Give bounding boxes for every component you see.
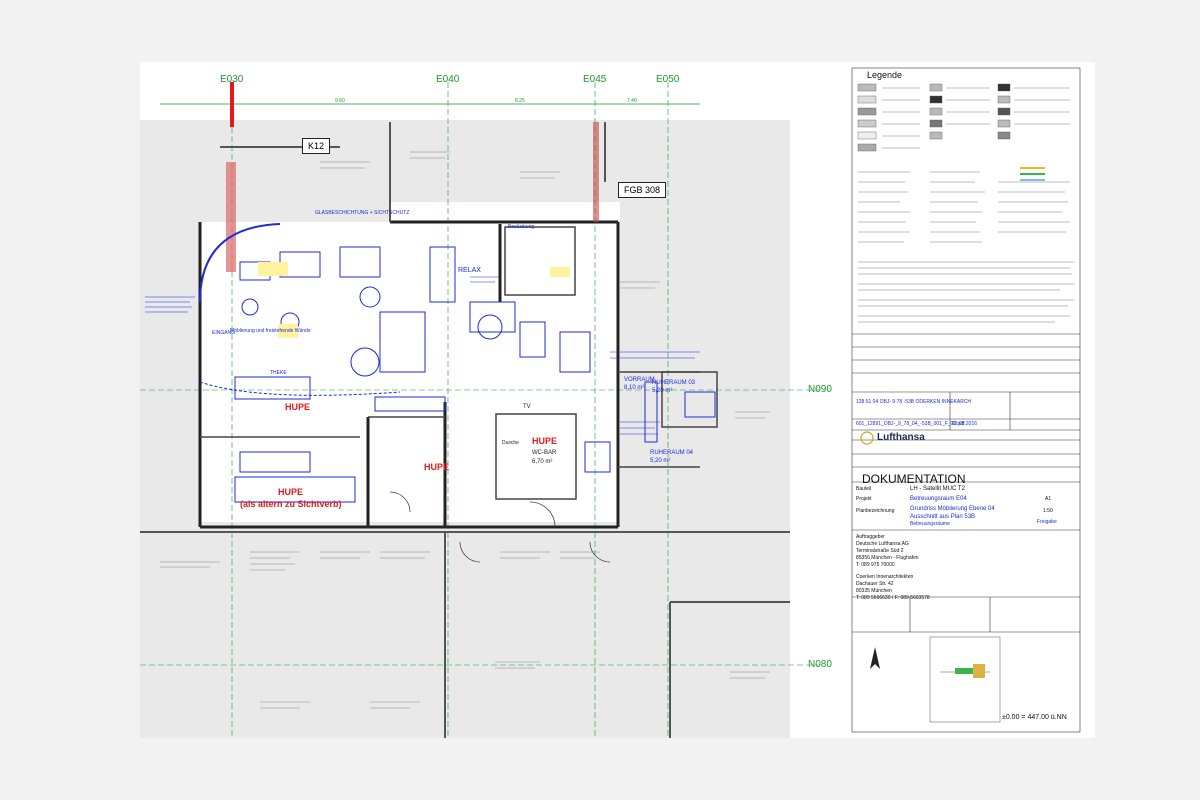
room-vorraum-area: 8,10 m²: [624, 385, 645, 391]
projekt-key: Projekt: [856, 496, 872, 502]
note-eingang: EINGANG: [212, 330, 236, 336]
plan-number: 128.51 04 OBJ- 9 78 -53B ODERKEN INNEKAR…: [856, 399, 972, 405]
note-theke: THEKE: [270, 370, 287, 376]
room-dusche: Dusche: [502, 440, 519, 446]
architect-line-1: Coerken Innenarchitekten: [856, 574, 914, 580]
client-line-4: T: 089 975 70000: [856, 562, 895, 568]
drawing-sheet: E030 E040 E045 E050 N090 N080 9.60 8.25 …: [140, 62, 1095, 738]
grid-label-e040: E040: [436, 74, 460, 85]
grid-label-e050: E050: [656, 74, 680, 85]
planbez-key: Planbezeichnung: [856, 508, 895, 514]
grid-label-n090: N090: [808, 384, 832, 395]
architect-line-3: 80335 München: [856, 588, 892, 594]
dimension-3: 7.40: [627, 98, 637, 104]
room-ruheraum-03: RUHERAUM 03: [652, 380, 696, 386]
highlight-note-1: [258, 262, 288, 276]
room-ruheraum-04: RUHERAUM 04: [650, 450, 694, 456]
note-bestueckung: Bestückung: [508, 224, 535, 230]
hupe-label-1: HUPE: [285, 402, 311, 412]
bauteil-value: LH - Satellit MUC T2: [910, 486, 965, 492]
grid-label-e045: E045: [583, 74, 607, 85]
status-value: Freigabe: [1037, 519, 1057, 525]
dimension-1: 9.60: [335, 98, 345, 104]
room-tag-k12: K12: [302, 138, 331, 154]
brand-lufthansa: Lufthansa: [877, 432, 925, 443]
planbez-value-2: Ausschnitt aus Plan 53B: [910, 514, 976, 520]
room-ruheraum-04-area: 5,20 m²: [650, 458, 671, 464]
grid-label-n080: N080: [808, 659, 832, 670]
file-name: 601_12891_OBJ-_9_78_04_-53B_001_F_00.pdf: [856, 421, 965, 427]
legend-title: Legende: [867, 70, 903, 80]
planbez-value-1: Grundriss Möblierung Ebene 04: [910, 506, 995, 512]
note-glasbeschichtung: GLASBESCHICHTUNG + SICHTSCHUTZ: [315, 210, 410, 216]
room-ruheraum-03-area: 5,20 m²: [652, 388, 673, 394]
room-relax: RELAX: [458, 267, 481, 274]
room-wc-area: 6,70 m²: [532, 459, 553, 465]
architect-line-4: T: 089 5606630 / F: 089 5603578: [856, 595, 930, 601]
client-line-3: 85356 München - Flughafen: [856, 555, 919, 561]
highlight-note-2: [278, 324, 298, 338]
room-tv: TV: [523, 404, 531, 410]
hupe-label-2: HUPE: [424, 462, 450, 472]
highlight-note-3: [550, 267, 570, 277]
client-heading: Auftraggeber: [856, 534, 885, 540]
hupe-label-3: HUPE: [532, 436, 558, 446]
format-value: A1: [1045, 496, 1052, 502]
hupe-label-4: HUPE: [278, 487, 304, 497]
architect-line-2: Dachauer Str. 42: [856, 581, 894, 587]
hupe-sublabel: (als altern zu Sichtverb): [240, 499, 342, 509]
projekt-value: Betreuungsraum E04: [910, 496, 967, 502]
planbez-value-3: Betreuungsräume: [910, 521, 950, 527]
room-tag-fgb308: FGB 308: [618, 182, 667, 198]
dimension-2: 8.25: [515, 98, 525, 104]
elevation-reference: ±0.00 = 447.00 ü.NN: [1002, 714, 1067, 721]
client-line-2: Terminalstraße Süd 2: [856, 548, 904, 554]
scale-value: 1:50: [1043, 508, 1053, 514]
grid-label-e030: E030: [220, 74, 244, 85]
room-wc-bar: WC-BAR: [532, 450, 557, 456]
plan-date: 02.05.2016: [952, 421, 978, 427]
bauteil-key: Bauteil: [856, 486, 872, 492]
documentation-title: DOKUMENTATION: [862, 472, 966, 486]
note-moeblierung: Möblierung und freistehende Wände: [230, 328, 311, 334]
client-line-1: Deutsche Lufthansa AG: [856, 541, 909, 547]
room-vorraum: VORRAUM: [624, 377, 655, 383]
